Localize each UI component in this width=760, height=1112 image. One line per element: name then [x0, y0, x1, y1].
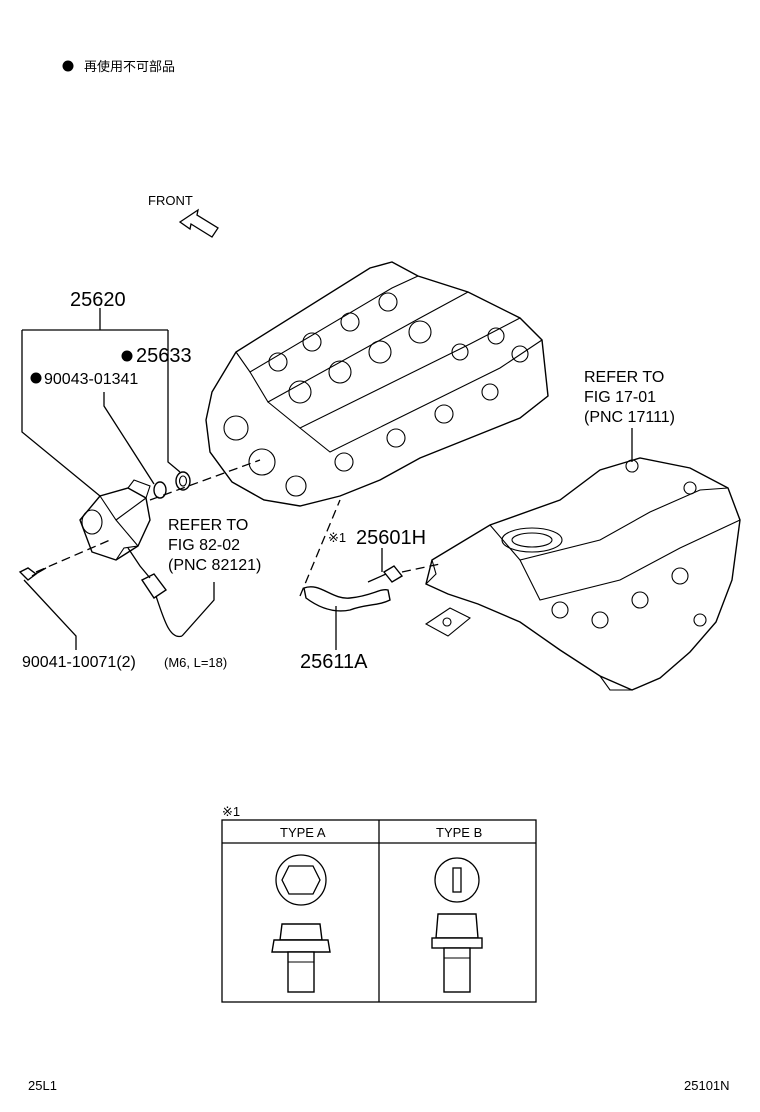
table-header-type-b: TYPE B: [436, 825, 482, 840]
non-reusable-bullet-icon: [62, 60, 74, 72]
type-a-bolt-drawing: [271, 854, 331, 993]
bolt-type-table: ※1 TYPE A TYPE B: [221, 804, 537, 1003]
bolt-25601h-drawing: [367, 565, 404, 583]
footer-right-code: 25101N: [684, 1078, 730, 1093]
part-label-25611a: 25611A: [300, 651, 368, 673]
footer-left-code: 25L1: [28, 1078, 57, 1093]
part-spec-90041: (M6, L=18): [164, 655, 227, 670]
pipe-align-dash: [299, 499, 341, 597]
non-reusable-bullet-icon: [30, 372, 42, 384]
intake-manifold-drawing: [424, 457, 741, 691]
leader-90043: [103, 392, 155, 485]
o-ring-part: [153, 481, 167, 499]
gasket-part: [175, 471, 191, 491]
vvt-sensor-drawing: [79, 479, 168, 599]
part-label-25633: 25633: [136, 345, 192, 367]
water-pipe-drawing: [303, 586, 391, 612]
refer-17-line2: FIG 17-01: [584, 389, 656, 406]
part-label-90041: 90041-10071(2): [22, 654, 136, 671]
sensor-align-dash: [35, 459, 261, 573]
non-reusable-bullet-icon: [121, 350, 133, 362]
refer-82-line3: (PNC 82121): [168, 557, 261, 574]
gasket-inner: [178, 475, 188, 487]
leader-refer82: [181, 582, 215, 637]
type-b-bolt-drawing: [431, 857, 483, 993]
table-marker: ※1: [222, 804, 240, 819]
part-label-25601h: 25601H: [356, 527, 426, 549]
cylinder-head-drawing: [205, 261, 549, 507]
front-label: FRONT: [148, 193, 193, 208]
refer-82-line1: REFER TO: [168, 517, 248, 534]
legend-text: 再使用不可部品: [84, 59, 175, 74]
sensor-harness-line: [127, 547, 183, 638]
bolt-25601h-dash: [401, 563, 441, 573]
refer-17-line3: (PNC 17111): [584, 409, 675, 426]
marker-1: ※1: [328, 530, 346, 545]
part-label-90043: 90043-01341: [44, 371, 138, 388]
leader-25620: [21, 308, 181, 497]
refer-82-line2: FIG 82-02: [168, 537, 240, 554]
leader-90041: [23, 579, 77, 650]
front-arrow-icon: [178, 208, 219, 238]
refer-17-line1: REFER TO: [584, 369, 664, 386]
table-header-type-a: TYPE A: [280, 825, 326, 840]
part-label-25620: 25620: [70, 289, 126, 311]
